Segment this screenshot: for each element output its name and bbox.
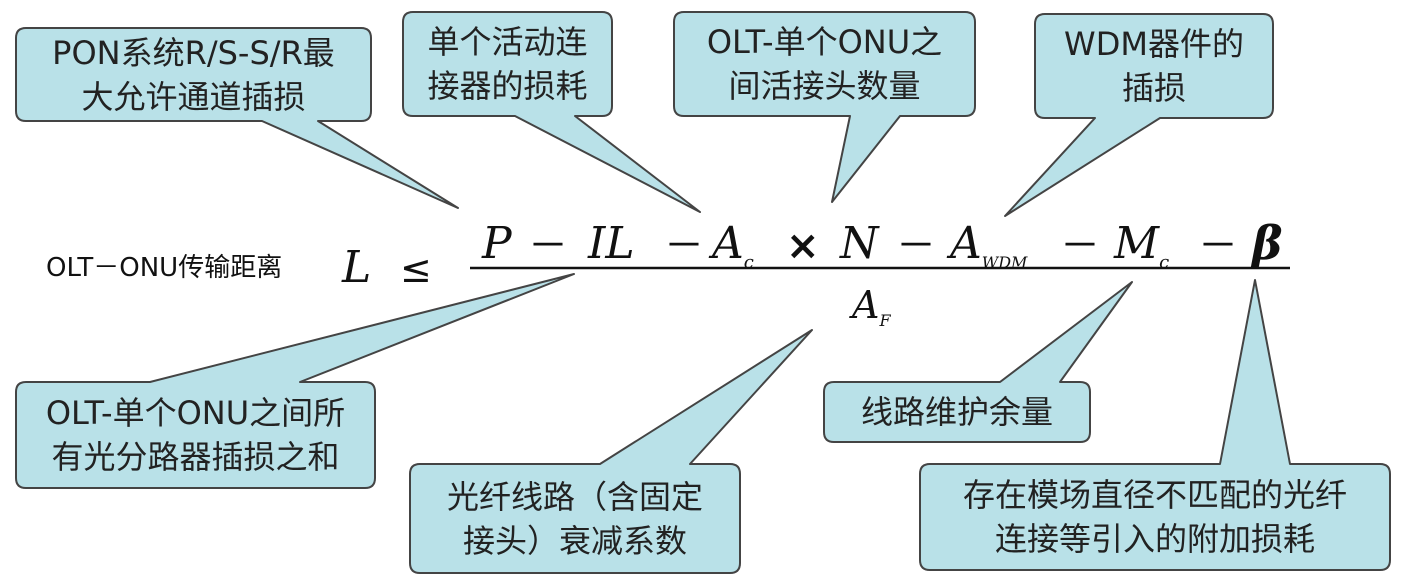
formula-minus-1: －: [528, 223, 568, 269]
formula-A-wdm: A: [950, 218, 982, 269]
formula-Awdm: AWDM: [950, 222, 1027, 271]
formula-M: M: [1114, 218, 1160, 269]
formula-minus-5: －: [1198, 223, 1238, 269]
formula-N: N: [840, 218, 879, 269]
formula-mc-subscript: c: [1159, 252, 1170, 273]
callout-joint-count: [673, 11, 976, 203]
formula-minus-3: －: [896, 223, 936, 269]
formula-Ac: Ac: [712, 222, 754, 272]
formula-L: L: [342, 242, 372, 293]
formula-minus-2: －: [664, 223, 704, 269]
formula-A: A: [712, 218, 744, 269]
callout-extra-loss: [919, 279, 1391, 571]
formula-times: ×: [786, 223, 820, 269]
callout-connector-loss: [402, 11, 701, 213]
formula-f-subscript: F: [879, 311, 891, 330]
formula-AF: AF: [852, 283, 891, 329]
callout-pon-loss: [15, 27, 459, 209]
callout-wdm-loss: [1004, 13, 1274, 217]
formula-wdm-subscript: WDM: [981, 253, 1028, 272]
formula-le: ≤: [400, 247, 432, 291]
formula-A-f: A: [852, 283, 880, 327]
formula-minus-4: －: [1060, 223, 1100, 269]
formula-IL: IL: [588, 218, 635, 269]
formula-beta: β: [1252, 216, 1283, 270]
formula-P: P: [482, 218, 512, 269]
formula-Mc: Mc: [1114, 222, 1169, 272]
callout-fiber-atten: [409, 329, 813, 574]
callout-margin: [823, 281, 1133, 443]
formula-c-subscript: c: [743, 252, 754, 273]
formula-lhs-label: OLT－ONU传输距离: [46, 253, 283, 283]
callout-splitter-loss: [15, 273, 575, 489]
